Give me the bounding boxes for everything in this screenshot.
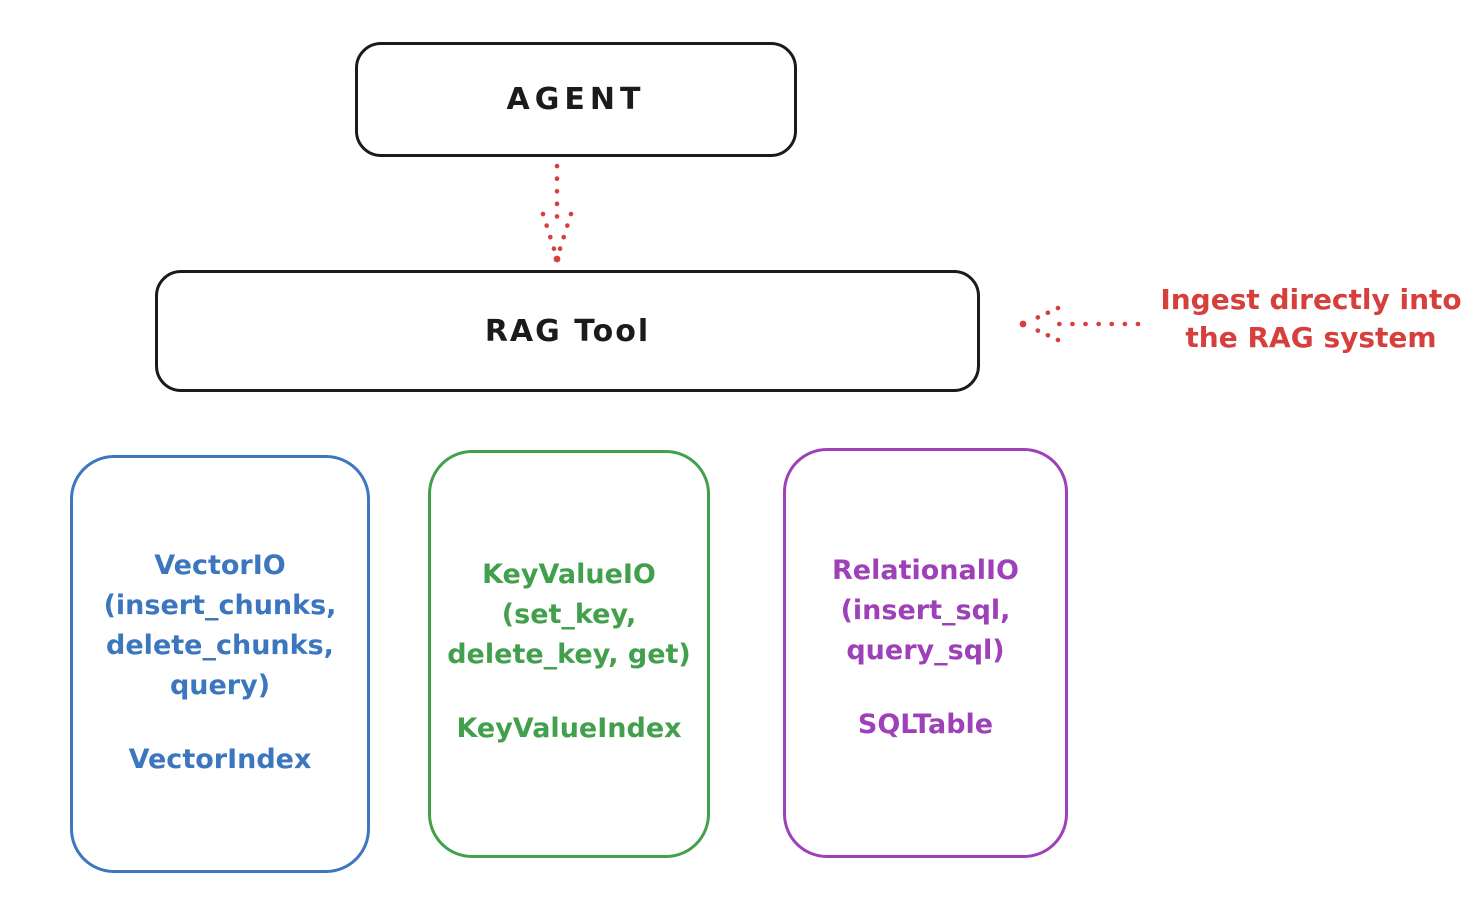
vector-io-label: VectorIO (insert_chunks, delete_chunks, … [103,550,337,701]
relational-io-node: RelationalIO (insert_sql, query_sql) SQL… [783,448,1068,858]
agent-label: AGENT [506,82,646,117]
vector-index-label: VectorIndex [128,743,312,775]
agent-node: AGENT [355,42,797,157]
rag-tool-label: RAG Tool [484,313,651,349]
key-value-io-label: KeyValueIO (set_key, delete_key, get) [447,559,691,670]
vector-io-node: VectorIO (insert_chunks, delete_chunks, … [70,455,370,873]
relational-io-label: RelationalIO (insert_sql, query_sql) [832,555,1019,666]
ingest-annotation: Ingest directly into the RAG system [1160,283,1462,355]
rag-tool-node: RAG Tool [155,270,980,392]
key-value-io-node: KeyValueIO (set_key, delete_key, get) Ke… [428,450,710,858]
sql-table-label: SQLTable [857,708,994,740]
key-value-index-label: KeyValueIndex [456,712,682,744]
arrow-ingest-to-ragtool-icon [1019,305,1141,343]
arrow-agent-to-ragtool-icon [540,163,574,263]
